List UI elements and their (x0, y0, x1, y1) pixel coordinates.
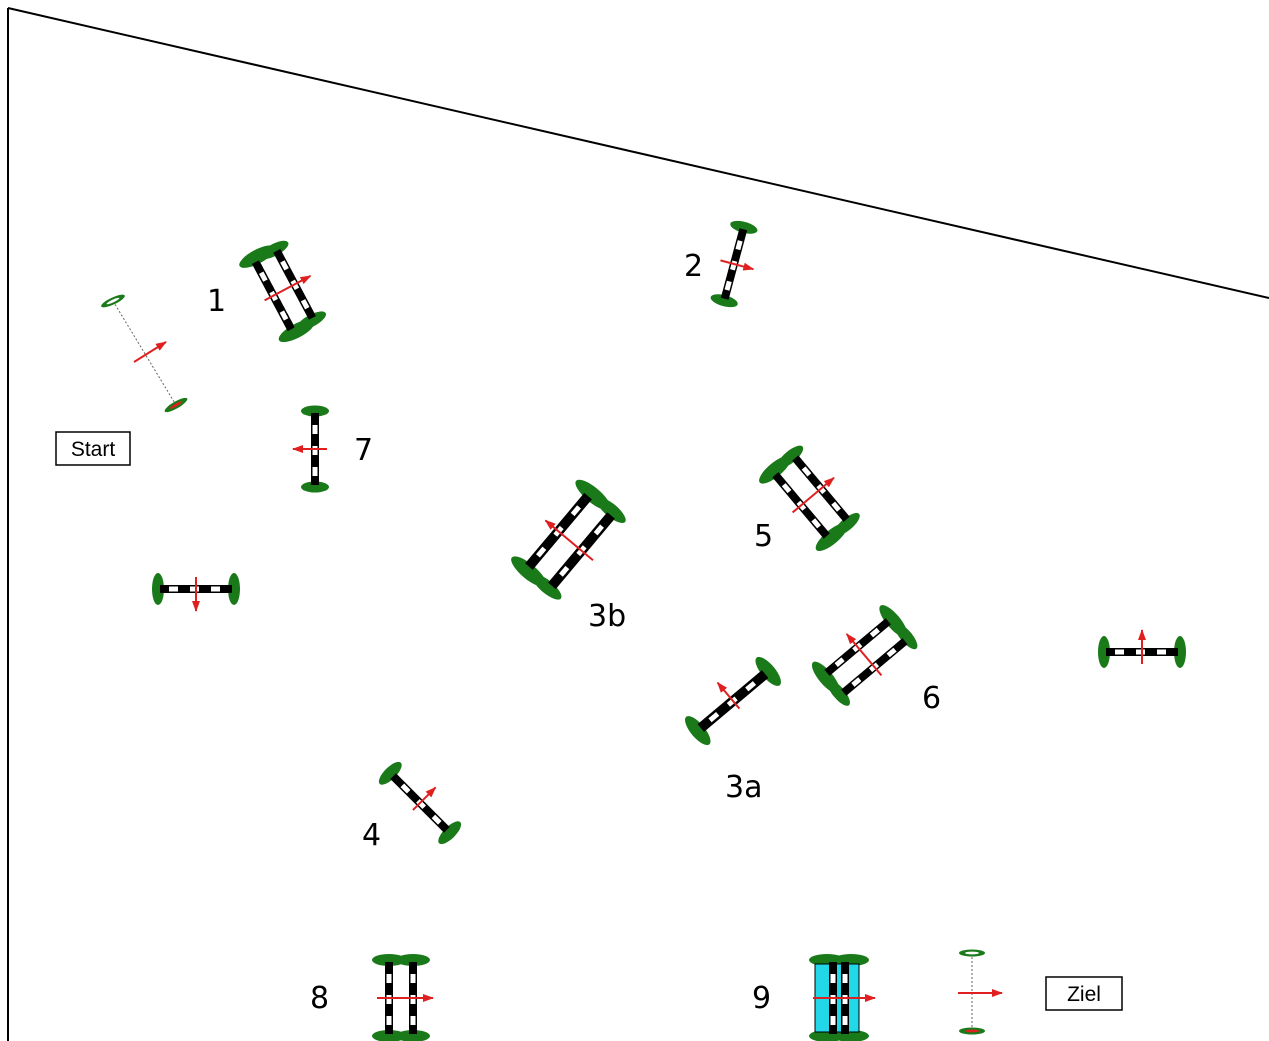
obstacle-label-9: 9 (752, 981, 771, 1016)
obstacle-label-8: 8 (310, 981, 329, 1016)
obstacle-3a (685, 656, 781, 746)
unnumbered-obstacle-left (152, 573, 240, 612)
start-label-box (55, 431, 131, 466)
obstacle-3b (511, 479, 626, 600)
start-line (101, 294, 188, 413)
obstacle-2 (710, 220, 758, 308)
finish-line (958, 949, 1003, 1035)
obstacle-label-4: 4 (362, 818, 381, 853)
arena-boundary (7, 7, 1269, 1041)
obstacle-6 (811, 605, 918, 706)
unnumbered-obstacle-right (1098, 629, 1186, 668)
obstacle-7 (292, 405, 329, 493)
obstacle-label-7: 7 (354, 433, 373, 468)
obstacle-9 (809, 954, 876, 1041)
finish-label-box (1045, 976, 1123, 1011)
obstacle-label-5: 5 (754, 519, 773, 554)
finish-label: Ziel (1067, 983, 1101, 1006)
start-label: Start (71, 438, 116, 461)
obstacle-1 (239, 240, 327, 343)
obstacle-4 (378, 761, 462, 845)
obstacle-label-1: 1 (207, 284, 226, 319)
obstacle-5 (759, 445, 860, 552)
obstacle-label-2: 2 (684, 249, 703, 284)
obstacle-label-3a: 3a (725, 770, 762, 805)
obstacle-8 (372, 954, 434, 1041)
obstacle-label-3b: 3b (588, 599, 626, 634)
obstacle-label-6: 6 (922, 681, 941, 716)
